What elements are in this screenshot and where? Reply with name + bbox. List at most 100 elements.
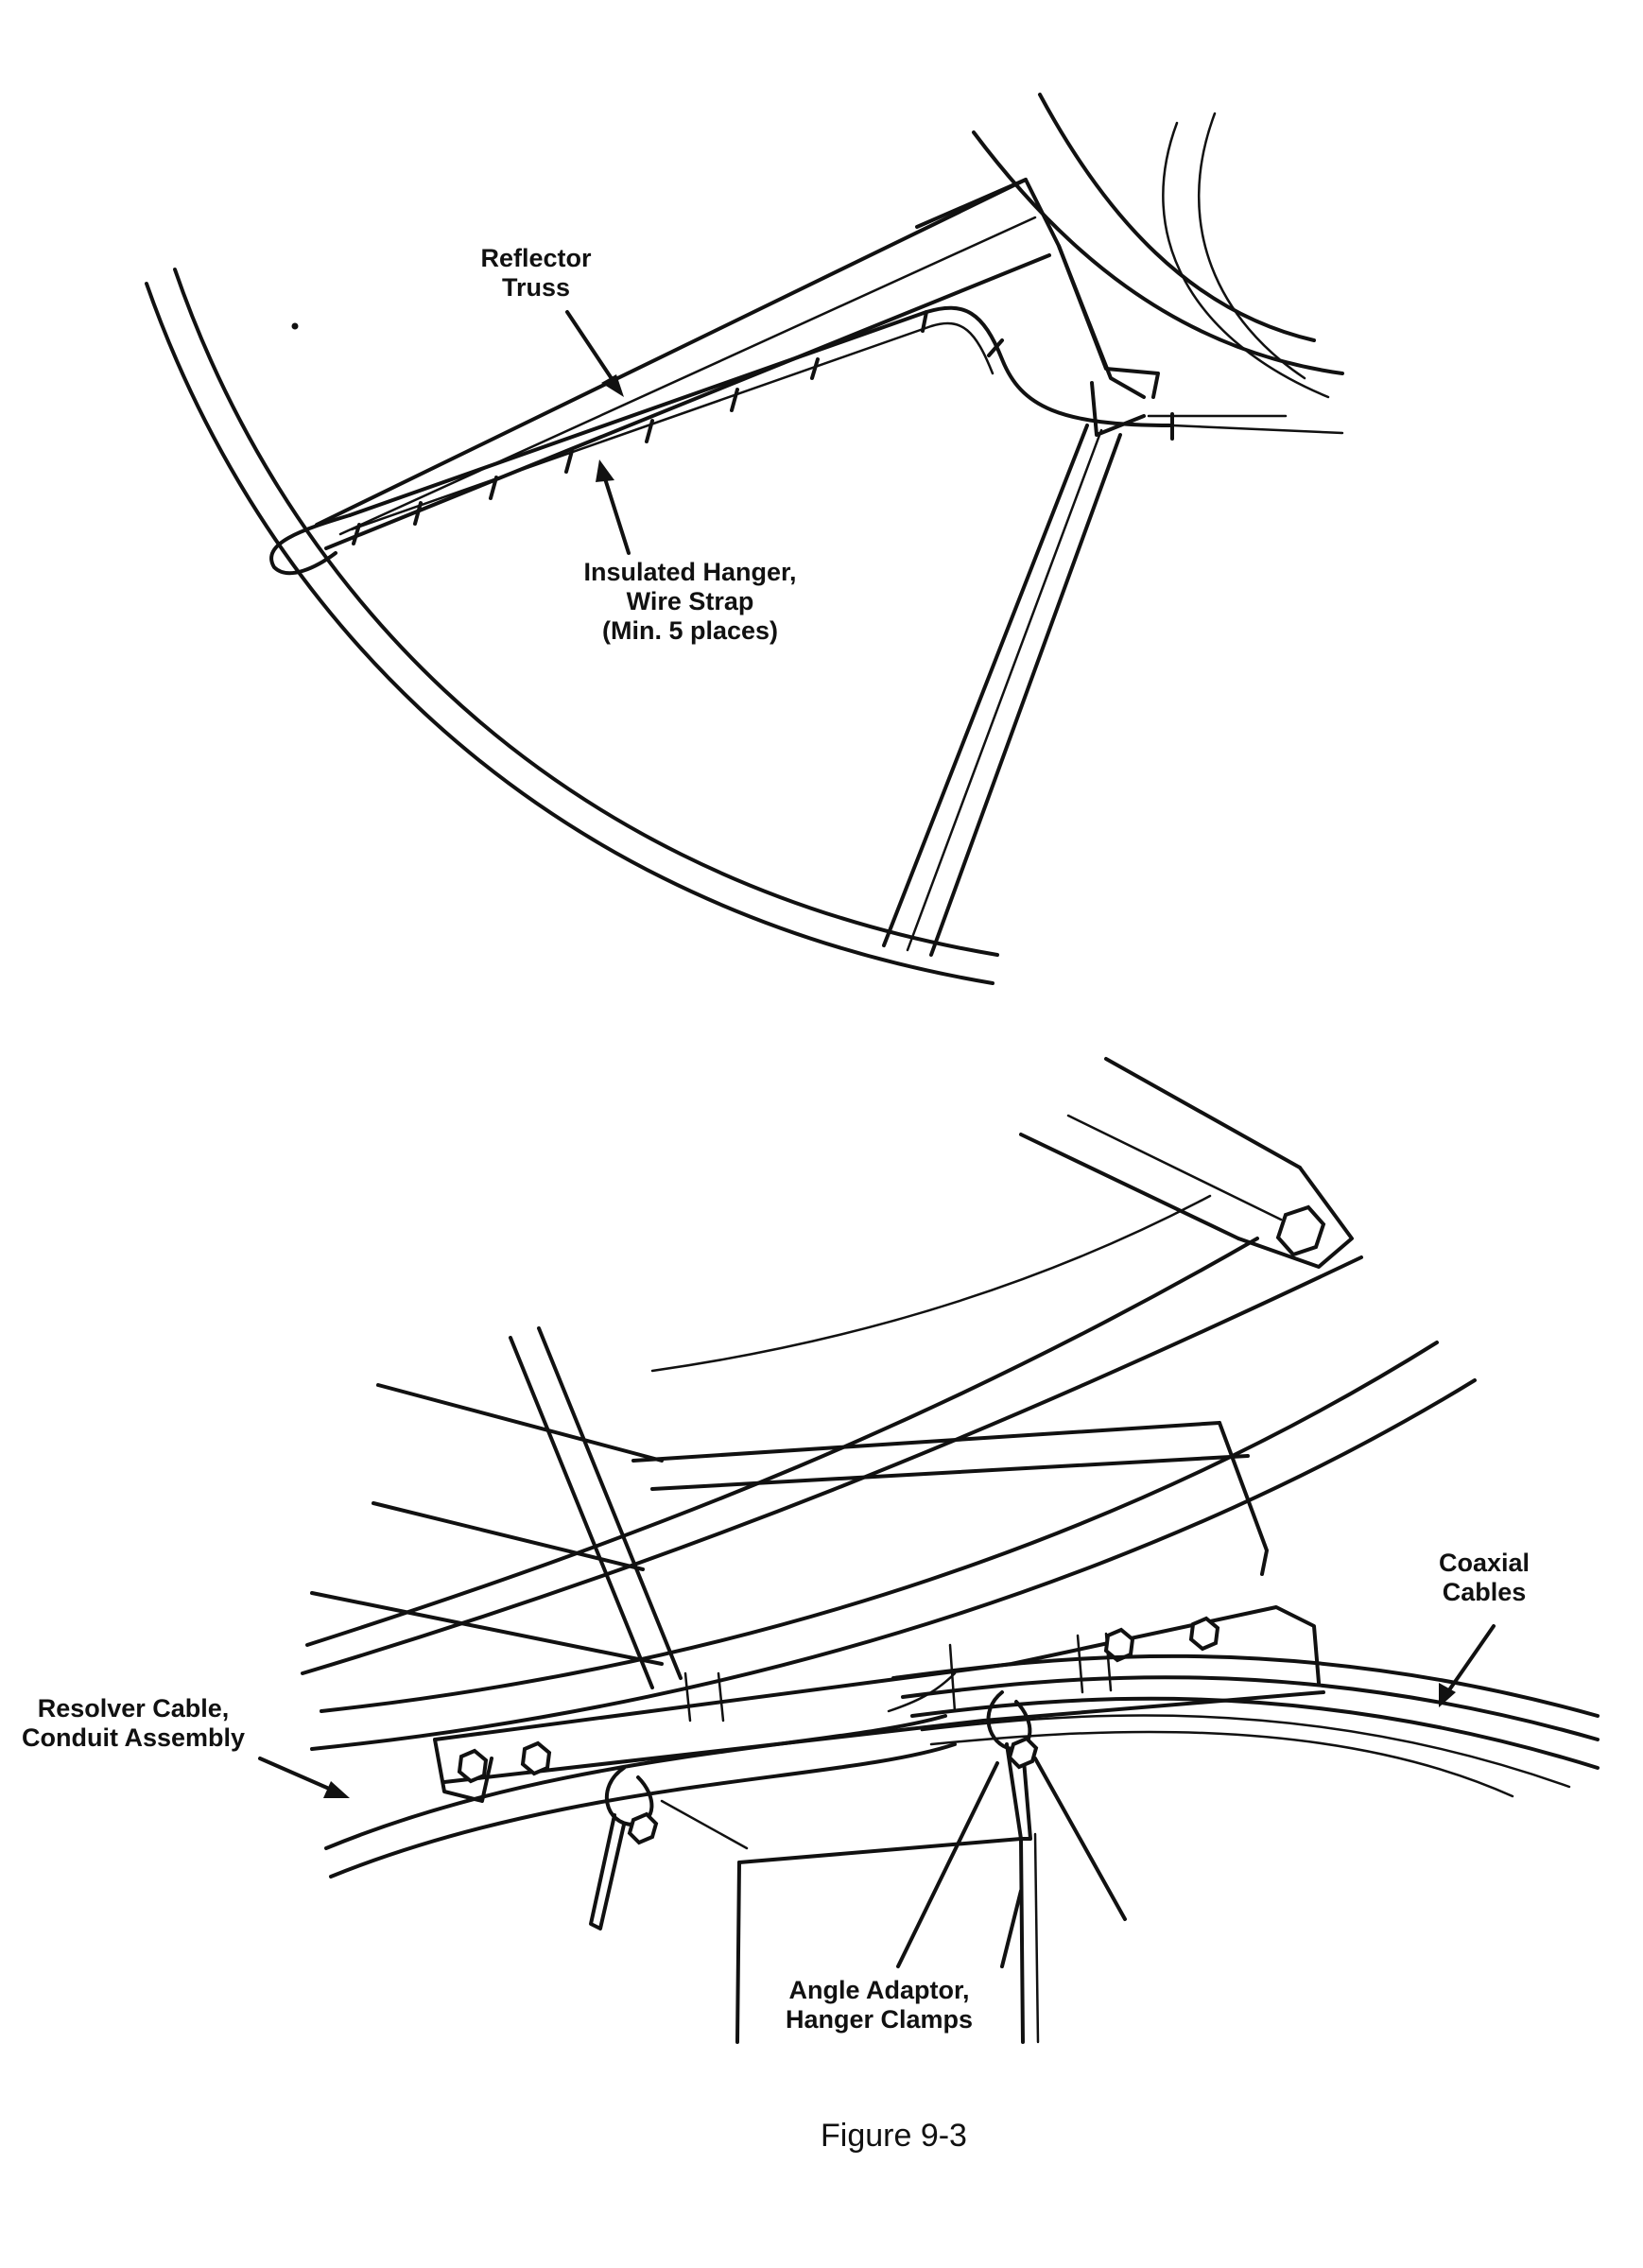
- coaxial-cable-5: [929, 1730, 1514, 1798]
- truss-upper-member-edge: [338, 216, 1037, 536]
- wire-strap: [987, 338, 1004, 357]
- insulated-hanger-leader: [601, 471, 631, 555]
- angle-adaptor-leader-clamp: [1000, 1889, 1023, 1968]
- angle-adaptor-leader-left: [896, 1761, 999, 1968]
- truss-upper-member-top: [315, 178, 1028, 527]
- label-reflector-truss-line: Truss: [501, 273, 571, 302]
- coaxial-cable-2: [901, 1675, 1600, 1741]
- bracket-riser-4: [1076, 1634, 1084, 1694]
- hanger-clamp-right-nut: [1007, 1736, 1039, 1770]
- reflector-rim-upper-back2: [1197, 112, 1306, 380]
- resolver-cable-leader: [258, 1757, 337, 1793]
- hanger-cable: [348, 305, 1174, 517]
- truss-strut-left: [882, 424, 1089, 947]
- label-reflector-truss: Reflector Truss: [465, 244, 607, 303]
- label-insulated-hanger-line: (Min. 5 places): [601, 616, 779, 645]
- resolver-conduit-bottom: [329, 1742, 957, 1878]
- label-insulated-hanger: Insulated Hanger, Wire Strap (Min. 5 pla…: [558, 558, 822, 646]
- insulated-hanger-arrowhead: [596, 459, 614, 482]
- support-leg-right2: [1033, 1832, 1040, 2044]
- resolver-conduit-join: [887, 1671, 957, 1713]
- bg-member-1: [376, 1383, 664, 1463]
- reflector-truss-leader: [565, 310, 616, 385]
- reflector-ring-lower-outer: [320, 1341, 1439, 1713]
- bracket-left-end: [433, 1738, 493, 1803]
- reflector-rim-inner: [173, 268, 999, 957]
- label-insulated-hanger-line: Wire Strap: [626, 587, 754, 615]
- truss-joint-side: [1057, 244, 1160, 399]
- bracket-plate: [433, 1605, 1321, 1741]
- wire-strap: [730, 388, 739, 412]
- label-coaxial-cables: Coaxial Cables: [1418, 1549, 1550, 1607]
- reflector-ring-back: [650, 1194, 1212, 1373]
- label-coaxial-cables-line: Coaxial: [1438, 1549, 1531, 1577]
- label-insulated-hanger-line: Insulated Hanger,: [583, 558, 797, 586]
- bracket-riser-2: [717, 1671, 725, 1723]
- wire-straps: [352, 310, 1174, 545]
- reflector-ring-outer: [305, 1237, 1259, 1647]
- truss-block-side: [1218, 1421, 1269, 1576]
- reflector-rim-upper-outer: [972, 130, 1344, 375]
- hanger-cable-second: [350, 321, 994, 531]
- wire-strap: [413, 501, 423, 526]
- truss-upper-member-bottom: [324, 253, 1051, 550]
- bracket-bolt: [520, 1740, 552, 1776]
- truss-post-cap: [650, 1454, 1250, 1491]
- bracket-bolt: [457, 1748, 489, 1784]
- label-resolver-cable-line: Conduit Assembly: [21, 1723, 246, 1752]
- reflector-rim-outer: [145, 282, 994, 985]
- label-resolver-cable: Resolver Cable, Conduit Assembly: [0, 1694, 267, 1753]
- label-reflector-truss-line: Reflector: [480, 244, 592, 272]
- label-angle-adaptor-line: Angle Adaptor,: [788, 1976, 970, 2004]
- truss-post-cap2: [631, 1421, 1221, 1463]
- label-resolver-cable-line: Resolver Cable,: [37, 1694, 230, 1723]
- reflector-ring-lower-inner: [310, 1378, 1477, 1751]
- hanger-cable-tail: [1170, 424, 1344, 435]
- truss-strut-right: [929, 433, 1122, 957]
- bracket-bolt: [1103, 1627, 1135, 1663]
- strut-arm-top: [1104, 1057, 1302, 1169]
- coaxial-cable-1: [891, 1653, 1600, 1718]
- bracket-bolts: [457, 1616, 1220, 1784]
- bracket-bolt: [1188, 1616, 1220, 1652]
- resolver-conduit-top: [324, 1714, 947, 1850]
- wire-strap: [921, 310, 928, 333]
- wire-strap: [645, 419, 654, 443]
- truss-post-left: [509, 1336, 654, 1689]
- label-coaxial-cables-line: Cables: [1442, 1578, 1527, 1606]
- strut-arm-bottom: [1019, 1133, 1240, 1240]
- bracket-riser-1: [683, 1671, 692, 1723]
- angle-adaptor-leader-right: [1033, 1757, 1127, 1921]
- hanger-cable-loop: [269, 513, 352, 576]
- coaxial-cable-3: [910, 1696, 1600, 1770]
- bracket-riser-3: [948, 1643, 957, 1713]
- reflector-rim-upper-back: [1162, 121, 1330, 399]
- support-leg-right: [1019, 1837, 1025, 2044]
- label-angle-adaptor: Angle Adaptor, Hanger Clamps: [756, 1976, 1002, 2034]
- bg-member-3: [310, 1591, 664, 1666]
- hanger-clamp-left-tail: [589, 1813, 626, 1930]
- reflector-rim-upper-inner: [1038, 93, 1316, 342]
- hanger-clamp-right-tail: [1005, 1742, 1032, 1841]
- strut-arm-end: [1237, 1166, 1354, 1269]
- reflector-truss-arrowhead: [601, 374, 624, 397]
- hanger-clamps: [589, 1690, 1039, 1930]
- bracket-plate-lower: [442, 1690, 1325, 1784]
- truss-joint-block: [915, 178, 1146, 399]
- resolver-cable-arrowhead: [323, 1781, 350, 1798]
- support-leg-top: [737, 1837, 1023, 1864]
- wire-strap: [810, 357, 820, 380]
- strut-arm-inner: [1066, 1114, 1283, 1221]
- strut-bolt: [1275, 1204, 1326, 1257]
- support-leg-back: [660, 1799, 749, 1850]
- figure-caption: Figure 9-3: [821, 2118, 967, 2154]
- wire-strap: [564, 449, 574, 474]
- wire-strap: [489, 476, 498, 500]
- bg-member-2: [372, 1501, 645, 1571]
- bottom-view-drawing: [258, 1057, 1600, 2044]
- wire-strap: [352, 523, 361, 545]
- coaxial-cables-leader: [1444, 1624, 1496, 1696]
- top-view-drawing: [145, 93, 1344, 985]
